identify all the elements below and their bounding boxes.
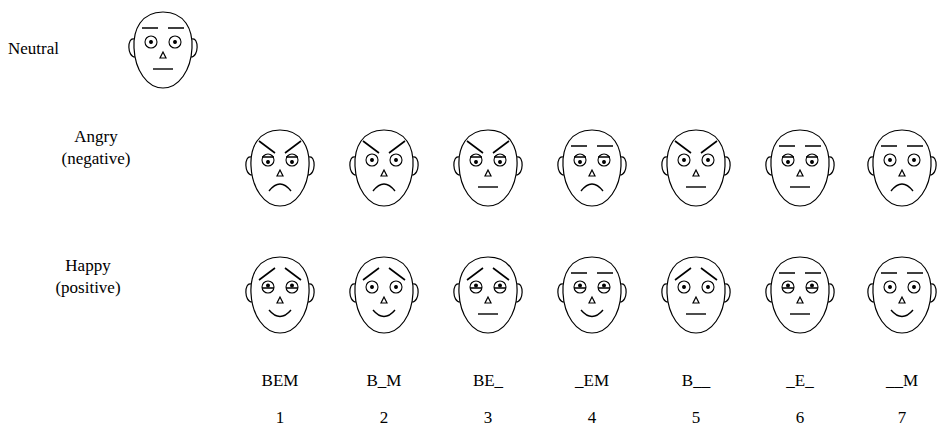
column-number: 2 (379, 407, 390, 429)
happy-face (766, 257, 834, 333)
condition-code: BEM (261, 370, 300, 392)
condition-code: _EM (574, 370, 610, 392)
happy-face (662, 257, 730, 333)
row-label: Happy (positive) (48, 255, 128, 299)
column-number: 4 (587, 407, 598, 429)
condition-code: _E_ (785, 370, 815, 392)
condition-code: BE_ (472, 370, 505, 392)
angry-face (558, 130, 626, 206)
happy-face (558, 257, 626, 333)
angry-face (868, 130, 936, 206)
angry-face (246, 130, 314, 206)
condition-code: B_M (366, 370, 403, 392)
column-number: 6 (795, 407, 806, 429)
angry-face (350, 130, 418, 206)
column-number: 1 (275, 407, 286, 429)
column-number: 3 (483, 407, 494, 429)
column-number: 7 (897, 407, 908, 429)
angry-face (454, 130, 522, 206)
row-label: Angry (negative) (56, 126, 136, 170)
happy-face (350, 257, 418, 333)
neutral-face (129, 12, 197, 88)
condition-code: B__ (681, 370, 712, 392)
angry-face (766, 130, 834, 206)
column-number: 5 (691, 407, 702, 429)
row-label: Neutral (8, 38, 59, 60)
happy-face (454, 257, 522, 333)
condition-code: __M (885, 370, 920, 392)
angry-face (662, 130, 730, 206)
happy-face (868, 257, 936, 333)
happy-face (246, 257, 314, 333)
